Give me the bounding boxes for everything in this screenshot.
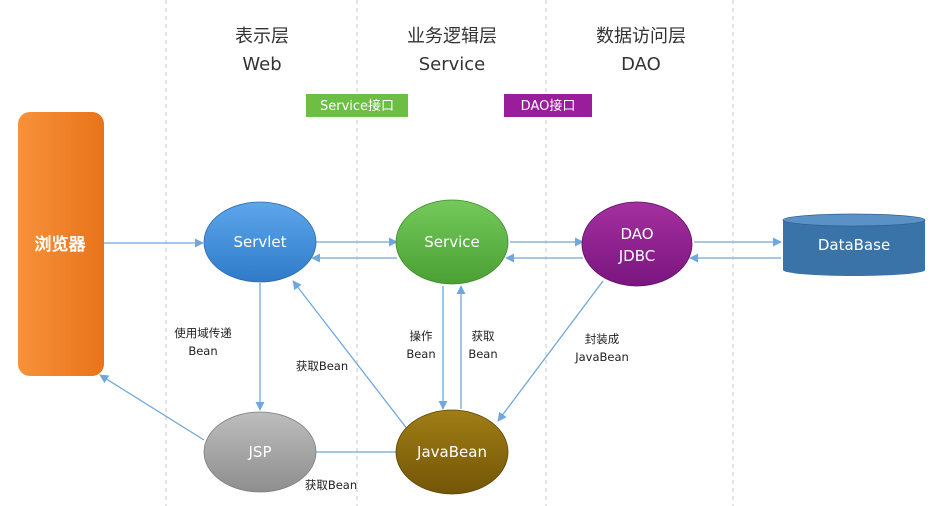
dao-node: [581, 201, 693, 287]
edge-label-service-get-1: 获取: [472, 329, 495, 343]
javabean-node: [395, 409, 509, 495]
edge-label-service-operate-1: 操作: [410, 329, 433, 343]
edge-label-service-operate-2: Bean: [406, 347, 435, 361]
dao-interface-tag: [504, 94, 592, 117]
layer-title-data-access: 数据访问层: [596, 26, 686, 47]
edge-label-dao-wrap-1: 封装成: [585, 332, 620, 346]
servlet-node: [203, 201, 317, 283]
arrow-javabean-to-servlet: [292, 280, 409, 431]
edge-label-servlet-jsp-2: Bean: [188, 344, 217, 358]
database-label: DataBase: [818, 236, 890, 254]
layer-subtitle-presentation: Web: [242, 54, 281, 75]
dao-label-line2: JDBC: [618, 247, 655, 265]
database-node: [782, 213, 926, 276]
layer-subtitle-business: Service: [419, 54, 486, 75]
edge-label-dao-wrap-2: JavaBean: [574, 350, 629, 364]
jsp-label: JSP: [248, 443, 272, 461]
service-label: Service: [424, 233, 479, 251]
servlet-label: Servlet: [233, 233, 286, 251]
edge-label-servlet-jsp-1: 使用域传递: [174, 326, 232, 340]
service-interface-label: Service接口: [320, 98, 394, 114]
layer-title-business: 业务逻辑层: [407, 26, 497, 47]
arrow-jsp-to-browser: [99, 374, 205, 441]
service-interface-tag: [306, 94, 408, 117]
layer-subtitle-data-access: DAO: [621, 54, 661, 75]
edge-label-service-get-2: Bean: [468, 347, 497, 361]
browser-node: [18, 112, 104, 376]
browser-label: 浏览器: [35, 234, 87, 255]
jsp-node: [203, 411, 317, 493]
javabean-label: JavaBean: [416, 443, 487, 461]
dao-label-line1: DAO: [620, 225, 653, 243]
dao-interface-label: DAO接口: [521, 98, 576, 114]
arrow-dao-to-javabean: [497, 280, 604, 422]
service-node: [395, 199, 509, 285]
edge-label-servlet-get-bean: 获取Bean: [296, 359, 348, 373]
layer-title-presentation: 表示层: [235, 26, 289, 47]
edge-label-jsp-get-bean: 获取Bean: [305, 478, 357, 492]
